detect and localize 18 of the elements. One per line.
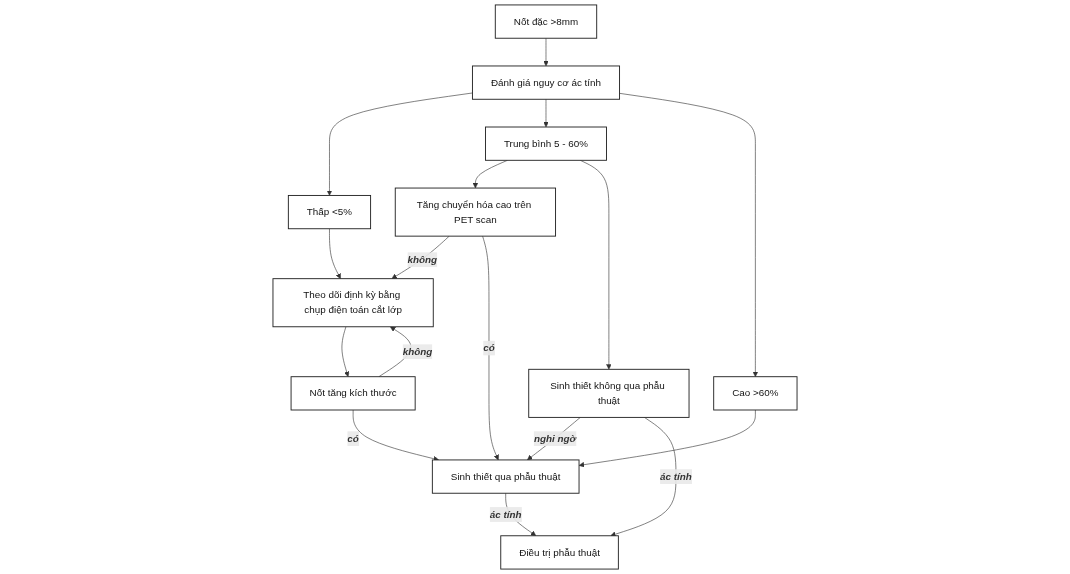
node-box: Thấp <5% — [287, 195, 372, 230]
node-box: Tăng chuyển hóa cao trên PET scan — [394, 187, 556, 237]
edge-label: có — [483, 342, 495, 353]
edge-label: không — [402, 346, 433, 357]
edge-label: có — [347, 433, 359, 444]
node-box: Trung bình 5 - 60% — [485, 126, 607, 161]
node-box: Cao >60% — [713, 376, 798, 411]
node-box: Nốt đặc >8mm — [494, 4, 598, 39]
node-box: Theo dõi định kỳ bằng chụp điện toán cắt lớp — [272, 278, 434, 328]
node-box: Đánh giá nguy cơ ác tính — [472, 65, 620, 100]
node-box: Điều trị phẫu thuật — [500, 535, 619, 570]
node-box: Sinh thiết qua phẫu thuật — [431, 459, 580, 494]
node-box: Sinh thiết không qua phẫu thuật — [528, 368, 690, 418]
edge-label: không — [407, 254, 438, 265]
edge-label: ác tính — [489, 508, 522, 520]
edge-label: nghi ngờ — [533, 433, 577, 444]
node-box: Nốt tăng kích thước — [290, 376, 416, 411]
edge-label: ác tính — [660, 471, 692, 482]
